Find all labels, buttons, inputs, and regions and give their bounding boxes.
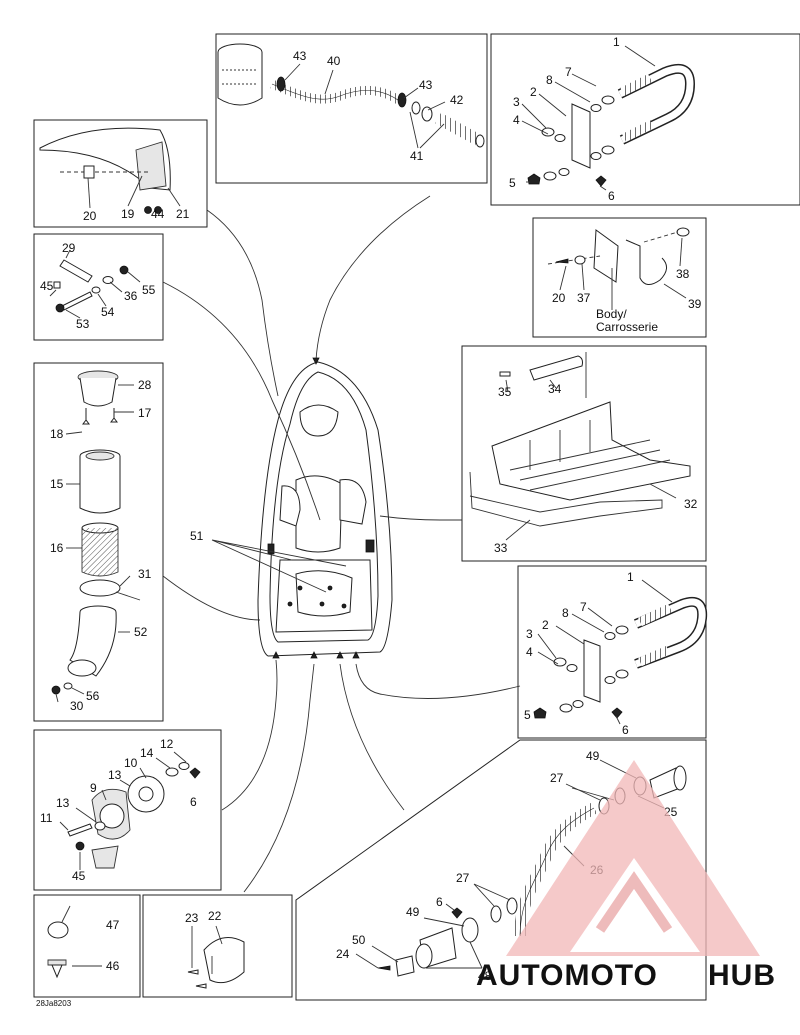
label-bow-44: 44	[151, 207, 165, 221]
label-grab-mid-7: 7	[580, 600, 587, 614]
panel-tube-stack: 28 17 18 15 16 31 52 56 30	[33, 362, 164, 722]
label-rod-36: 36	[124, 289, 138, 303]
label-grab-mid-5: 5	[524, 708, 531, 722]
label-grab-mid-6: 6	[622, 723, 629, 737]
label-bilge-48: 48	[478, 969, 492, 983]
label-bilge-49a: 49	[586, 749, 600, 763]
label-drain-6: 6	[190, 795, 197, 809]
label-hook-39: 39	[688, 297, 702, 311]
label-rod-53: 53	[76, 317, 90, 331]
panel-clip-screw: 47 46	[33, 894, 141, 998]
label-bow-21: 21	[176, 207, 190, 221]
label-tube-17: 17	[138, 406, 152, 420]
footer-reference: 28Ja8203	[36, 999, 72, 1008]
label-grab-top-4: 4	[513, 113, 520, 127]
label-hose-top-40: 40	[327, 54, 341, 68]
panel-bilge-hose: 49 27 25 26 27 6 49 50 24 48	[295, 739, 707, 1001]
watermark-brand-b: HUB	[708, 959, 776, 992]
label-clip-46: 46	[106, 959, 120, 973]
label-tube-30: 30	[70, 699, 84, 713]
label-grab-mid-3: 3	[526, 627, 533, 641]
label-bow-19: 19	[121, 207, 135, 221]
label-drain-9: 9	[90, 781, 97, 795]
label-bilge-24: 24	[336, 947, 350, 961]
label-tray-35: 35	[498, 385, 512, 399]
panel-bow-bracket: 20 19 44 21	[33, 119, 208, 228]
label-cover-23: 23	[185, 911, 199, 925]
label-bow-20: 20	[83, 209, 97, 223]
hull-central: 51	[190, 361, 393, 657]
label-bilge-27a: 27	[550, 771, 564, 785]
label-hose-top-42: 42	[450, 93, 464, 107]
label-tube-52: 52	[134, 625, 148, 639]
hull-leaders	[162, 195, 521, 893]
label-grab-top-8: 8	[546, 73, 553, 87]
watermark-logo	[506, 760, 760, 956]
panel-tray: 35 34 32 33	[461, 345, 707, 562]
label-drain-45: 45	[72, 869, 86, 883]
label-grab-top-5: 5	[509, 176, 516, 190]
label-cover-22: 22	[208, 909, 222, 923]
label-hose-top-41: 41	[410, 149, 424, 163]
label-hull-51: 51	[190, 529, 204, 543]
label-tube-28: 28	[138, 378, 152, 392]
panel-cover: 23 22	[142, 894, 293, 998]
label-grab-top-7: 7	[565, 65, 572, 79]
panel-grab-handle-mid: 1 7 8 2 3 4 5 6	[517, 565, 708, 739]
label-bilge-6: 6	[436, 895, 443, 909]
label-clip-47: 47	[106, 918, 120, 932]
label-drain-12: 12	[160, 737, 174, 751]
label-drain-13b: 13	[56, 796, 70, 810]
label-tube-15: 15	[50, 477, 64, 491]
watermark-brand-a: AUTOMOTO	[476, 959, 658, 992]
label-tray-34: 34	[548, 382, 562, 396]
label-tube-18: 18	[50, 427, 64, 441]
label-drain-10: 10	[124, 756, 138, 770]
label-hook-37: 37	[577, 291, 591, 305]
label-hose-top-43a: 43	[293, 49, 307, 63]
label-tray-33: 33	[494, 541, 508, 555]
label-tube-16: 16	[50, 541, 64, 555]
label-drain-11: 11	[40, 811, 53, 825]
label-grab-mid-1: 1	[627, 570, 634, 584]
label-grab-top-6: 6	[608, 189, 615, 203]
label-tube-56: 56	[86, 689, 100, 703]
label-grab-mid-2: 2	[542, 618, 549, 632]
label-hook-20: 20	[552, 291, 566, 305]
label-tray-32: 32	[684, 497, 698, 511]
label-drain-14: 14	[140, 746, 154, 760]
panel-rod: 29 45 36 55 54 53	[33, 233, 164, 341]
panel-grab-handle-top: 1 7 8 2 3 4 5 6	[490, 33, 800, 206]
label-drain-13a: 13	[108, 768, 122, 782]
hook-caption-line2: Carrosserie	[596, 320, 658, 334]
label-rod-29: 29	[62, 241, 76, 255]
label-bilge-50: 50	[352, 933, 366, 947]
label-rod-45: 45	[40, 279, 54, 293]
label-hook-38: 38	[676, 267, 690, 281]
panel-body-hook: 20 37 38 39 Body/ Carrosserie	[532, 217, 707, 338]
label-bilge-27b: 27	[456, 871, 470, 885]
label-grab-mid-4: 4	[526, 645, 533, 659]
hook-caption-line1: Body/	[596, 307, 627, 321]
panel-hose-top: 43 40 43 42 41	[215, 33, 488, 184]
label-grab-top-3: 3	[513, 95, 520, 109]
label-grab-mid-8: 8	[562, 606, 569, 620]
label-hose-top-43b: 43	[419, 78, 433, 92]
label-bilge-49b: 49	[406, 905, 420, 919]
panel-drain-plug: 12 14 10 13 9 6 13 11 45	[33, 729, 222, 891]
label-rod-55: 55	[142, 283, 156, 297]
label-rod-54: 54	[101, 305, 115, 319]
label-grab-top-2: 2	[530, 85, 537, 99]
label-grab-top-1: 1	[613, 35, 620, 49]
label-tube-31: 31	[138, 567, 152, 581]
